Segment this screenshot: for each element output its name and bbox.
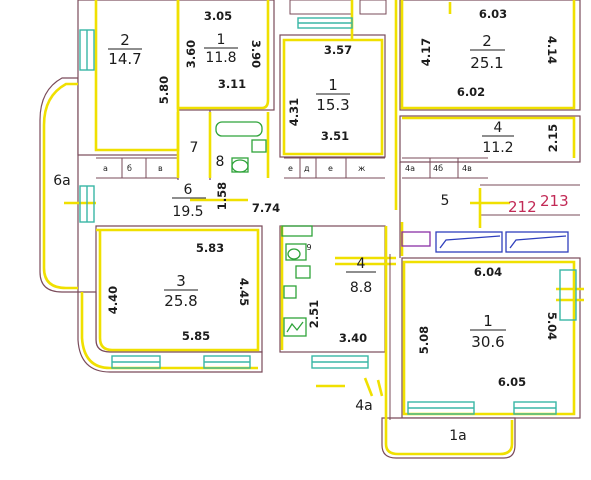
cell-mid-2: д bbox=[304, 164, 310, 173]
toilet-icon bbox=[231, 159, 249, 173]
balcony-1a-label: 1а bbox=[449, 428, 467, 444]
dim-label: 5.04 bbox=[545, 312, 559, 340]
dim-label: 3.90 bbox=[249, 40, 263, 68]
cell-strip-mid: е д е ж bbox=[288, 158, 365, 178]
room-area: 19.5 bbox=[172, 204, 203, 220]
stove-icon bbox=[283, 317, 307, 337]
sink-icon-2 bbox=[285, 243, 307, 261]
room-area: 15.3 bbox=[316, 96, 349, 114]
dim-label: 6.04 bbox=[474, 265, 502, 279]
room-number: 1 bbox=[483, 312, 493, 330]
room-7-label: 7 bbox=[190, 140, 199, 156]
room-left-3: 3 25.8 bbox=[164, 272, 198, 310]
plain-labels: 7 8 9 5 6а 4а 1а 212 213 bbox=[53, 140, 568, 444]
cell-strip-left: а б в bbox=[103, 158, 163, 178]
dim-label: 4.40 bbox=[106, 286, 120, 314]
cell-left-c: в bbox=[158, 164, 163, 173]
room-number: 1 bbox=[217, 32, 226, 48]
cell-right-3: 4в bbox=[462, 164, 472, 173]
room-number: 6 bbox=[184, 182, 193, 198]
dim-label: 6.02 bbox=[457, 85, 485, 99]
room-212-label: 212 bbox=[508, 198, 537, 216]
room-right-2: 2 25.1 bbox=[470, 32, 505, 72]
cell-mid-4: ж bbox=[358, 164, 365, 173]
cell-left-a: а bbox=[103, 164, 108, 173]
room-area: 25.1 bbox=[470, 54, 503, 72]
bathtub-icon bbox=[215, 121, 263, 137]
room-right-1: 1 30.6 bbox=[470, 312, 506, 351]
room-5-label: 5 bbox=[441, 193, 450, 209]
windows bbox=[79, 17, 577, 415]
dim-label: 3.11 bbox=[218, 77, 246, 91]
cell-mid-3: е bbox=[328, 164, 333, 173]
room-area: 11.8 bbox=[205, 50, 236, 66]
dim-label: 3.05 bbox=[204, 9, 232, 23]
dim-label: 2.51 bbox=[307, 300, 321, 328]
room-number: 1 bbox=[328, 76, 338, 94]
dim-label: 4.17 bbox=[419, 38, 433, 66]
room-area: 11.2 bbox=[482, 140, 513, 156]
room-8-label: 8 bbox=[216, 154, 225, 170]
dim-label: 5.80 bbox=[157, 76, 171, 104]
room-number: 4 bbox=[494, 120, 503, 136]
dim-label: 4.45 bbox=[237, 278, 251, 306]
cell-left-b: б bbox=[127, 164, 132, 173]
sink-icon bbox=[251, 139, 267, 153]
dim-label: 3.40 bbox=[339, 331, 367, 345]
room-left-2: 2 14.7 bbox=[108, 31, 142, 68]
balcony-4a-label: 4а bbox=[355, 398, 373, 414]
dim-label: 5.85 bbox=[182, 329, 210, 343]
room-area: 25.8 bbox=[164, 292, 197, 310]
room-number: 4 bbox=[357, 256, 366, 272]
dim-label: 2.15 bbox=[546, 124, 560, 152]
cell-mid-1: е bbox=[288, 164, 293, 173]
dimension-labels: 3.05 3.60 3.90 3.11 5.80 3.57 4.31 3.51 … bbox=[106, 7, 560, 389]
walls bbox=[39, 0, 581, 459]
dim-label: 4.14 bbox=[545, 36, 559, 64]
room-area: 8.8 bbox=[350, 280, 372, 296]
dim-label: 3.57 bbox=[324, 43, 352, 57]
room-area: 14.7 bbox=[108, 50, 141, 68]
room-mid-4: 4 8.8 bbox=[346, 256, 376, 296]
bathroom-fixtures bbox=[215, 121, 313, 337]
room-hall-6: 6 19.5 bbox=[172, 182, 206, 220]
dim-label: 5.08 bbox=[417, 326, 431, 354]
kitchen-counter bbox=[389, 231, 569, 420]
room-9-label: 9 bbox=[306, 243, 311, 252]
balcony-6a-label: 6а bbox=[53, 173, 71, 189]
cell-right-1: 4а bbox=[405, 164, 415, 173]
dim-label: 4.31 bbox=[287, 98, 301, 126]
room-number: 3 bbox=[176, 272, 186, 290]
dim-label: 3.51 bbox=[321, 129, 349, 143]
cell-right-2: 4б bbox=[433, 164, 443, 173]
room-area: 30.6 bbox=[471, 333, 504, 351]
dim-label: 1.58 bbox=[215, 182, 229, 210]
room-number: 2 bbox=[120, 31, 130, 49]
dim-label: 6.03 bbox=[479, 7, 507, 21]
dim-label: 5.83 bbox=[196, 241, 224, 255]
room-mid-1: 1 15.3 bbox=[316, 76, 350, 114]
room-213-label: 213 bbox=[540, 192, 569, 210]
dim-label: 7.74 bbox=[252, 201, 280, 215]
room-number: 2 bbox=[482, 32, 492, 50]
dim-label: 6.05 bbox=[498, 375, 526, 389]
dim-label: 3.60 bbox=[184, 40, 198, 68]
room-right-4: 4 11.2 bbox=[482, 120, 514, 156]
cell-strip-right: 4а 4б 4в bbox=[405, 158, 472, 178]
room-top-center-1: 1 11.8 bbox=[204, 32, 238, 66]
